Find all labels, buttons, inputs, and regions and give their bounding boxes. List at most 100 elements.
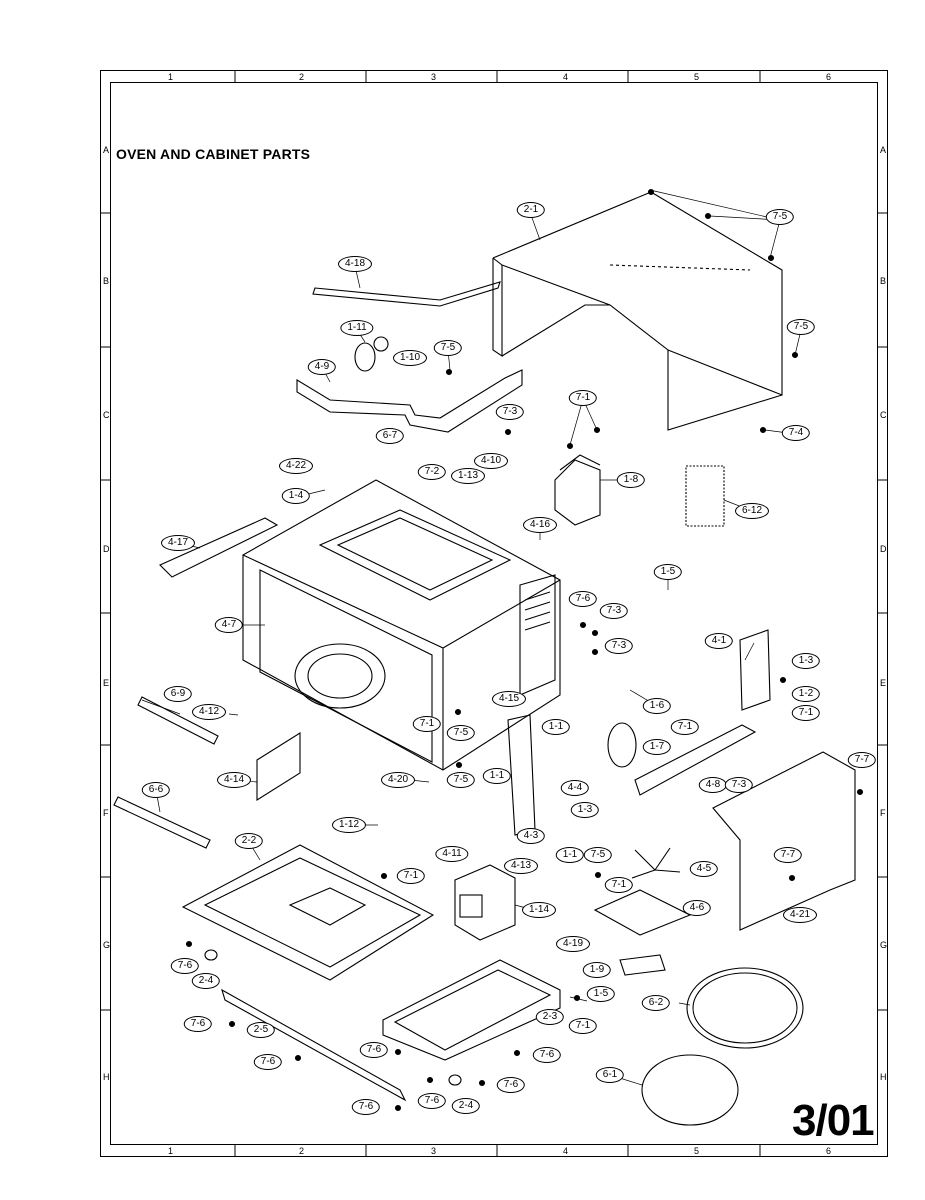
- part-label: 7-5: [765, 209, 795, 225]
- row-label-right-b: B: [880, 276, 887, 286]
- part-label: 2-4: [191, 973, 221, 989]
- part-label: 4-19: [555, 936, 591, 952]
- row-label-left-f: F: [103, 808, 109, 818]
- part-label: 4-21: [782, 907, 818, 923]
- capacitor-1-7: [607, 722, 637, 768]
- part-label: 4-22: [278, 458, 314, 474]
- lamp-socket: [373, 336, 389, 352]
- column-label-bottom-3: 3: [431, 1146, 437, 1156]
- part-label: 1-3: [570, 802, 600, 818]
- magnetron-1-8: [554, 454, 601, 526]
- part-label: 1-12: [331, 817, 367, 833]
- part-label: 1-2: [791, 686, 821, 702]
- part-label: 7-6: [253, 1054, 283, 1070]
- row-label-right-h: H: [880, 1072, 887, 1082]
- part-label: 7-3: [599, 603, 629, 619]
- part-label: 1-11: [340, 320, 374, 336]
- part-label: 7-6: [351, 1099, 381, 1115]
- part-label: 1-10: [392, 350, 428, 366]
- part-label: 1-13: [450, 468, 486, 484]
- latch-4-3: [507, 714, 536, 836]
- row-label-right-c: C: [880, 410, 887, 420]
- motor-1-9: [619, 954, 666, 976]
- row-label-right-g: G: [880, 940, 888, 950]
- part-label: 4-7: [214, 617, 244, 633]
- part-label: 4-1: [704, 633, 734, 649]
- plate-4-14: [256, 732, 301, 801]
- bar-4-18: [312, 281, 501, 307]
- column-label-bottom-2: 2: [299, 1146, 305, 1156]
- part-label: 1-5: [586, 986, 616, 1002]
- part-label: 4-5: [689, 861, 719, 877]
- part-label: 7-6: [170, 958, 200, 974]
- row-label-right-e: E: [880, 678, 887, 688]
- turntable-6-2: [686, 967, 804, 1049]
- part-label: 7-6: [532, 1047, 562, 1063]
- part-label: 1-3: [791, 653, 821, 669]
- part-label: 2-1: [516, 202, 546, 218]
- bracket-4-9: [296, 369, 523, 433]
- part-label: 4-13: [503, 858, 539, 874]
- part-label: 7-5: [446, 772, 476, 788]
- part-label: 4-3: [516, 828, 546, 844]
- part-label: 4-8: [698, 777, 728, 793]
- part-label: 1-1: [555, 847, 585, 863]
- transformer-1-14: [454, 864, 516, 941]
- part-label: 4-15: [491, 691, 527, 707]
- drawing-inner-frame: [110, 82, 878, 1145]
- part-label: 7-7: [773, 847, 803, 863]
- feet: [204, 949, 462, 1086]
- row-label-left-g: G: [103, 940, 111, 950]
- part-label: 7-7: [847, 752, 877, 768]
- row-label-left-e: E: [103, 678, 110, 688]
- part-label: 1-6: [642, 698, 672, 714]
- part-label: 7-4: [781, 425, 811, 441]
- column-label-top-3: 3: [431, 72, 437, 82]
- part-label: 7-6: [417, 1093, 447, 1109]
- part-label: 7-1: [791, 705, 821, 721]
- column-label-top-4: 4: [563, 72, 569, 82]
- leader-lines: [141, 189, 802, 1086]
- column-label-top-2: 2: [299, 72, 305, 82]
- part-label: 1-9: [582, 962, 612, 978]
- part-label: 7-3: [724, 777, 754, 793]
- part-label: 4-11: [435, 846, 469, 862]
- part-label: 4-18: [337, 256, 373, 272]
- part-label: 1-1: [541, 719, 571, 735]
- part-label: 2-4: [451, 1098, 481, 1114]
- strip-6-9: [137, 696, 219, 745]
- part-label: 1-7: [642, 739, 672, 755]
- part-label: 7-1: [568, 390, 598, 406]
- rail-4-8: [634, 724, 757, 796]
- part-label: 4-10: [473, 453, 509, 469]
- column-label-bottom-5: 5: [694, 1146, 700, 1156]
- row-label-left-b: B: [103, 276, 110, 286]
- oven-cavity: [242, 479, 561, 771]
- base-plate-2-2: [181, 844, 435, 981]
- part-label: 4-17: [160, 535, 196, 551]
- part-label: 7-3: [604, 638, 634, 654]
- rail-2-5: [221, 988, 407, 1102]
- lamp-bulb: [354, 342, 376, 372]
- part-label: 1-8: [616, 472, 646, 488]
- part-label: 2-3: [535, 1009, 565, 1025]
- part-label: 7-5: [433, 340, 463, 356]
- page-number: 3/01: [792, 1096, 875, 1145]
- diagram-title: OVEN AND CABINET PARTS: [116, 146, 311, 162]
- row-label-right-f: F: [880, 808, 886, 818]
- part-label: 7-5: [446, 725, 476, 741]
- grid-ticks: [100, 70, 888, 1157]
- part-label: 4-4: [560, 780, 590, 796]
- part-label: 7-6: [183, 1016, 213, 1032]
- screws: [185, 188, 864, 1112]
- strip-4-17: [159, 517, 279, 578]
- part-label: 6-6: [141, 782, 171, 798]
- column-label-top-5: 5: [694, 72, 700, 82]
- row-label-left-d: D: [103, 544, 110, 554]
- part-label: 4-9: [307, 359, 337, 375]
- part-label: 4-16: [522, 517, 558, 533]
- part-label: 6-2: [641, 995, 671, 1011]
- part-label: 4-14: [216, 772, 252, 788]
- part-label: 7-2: [417, 464, 447, 480]
